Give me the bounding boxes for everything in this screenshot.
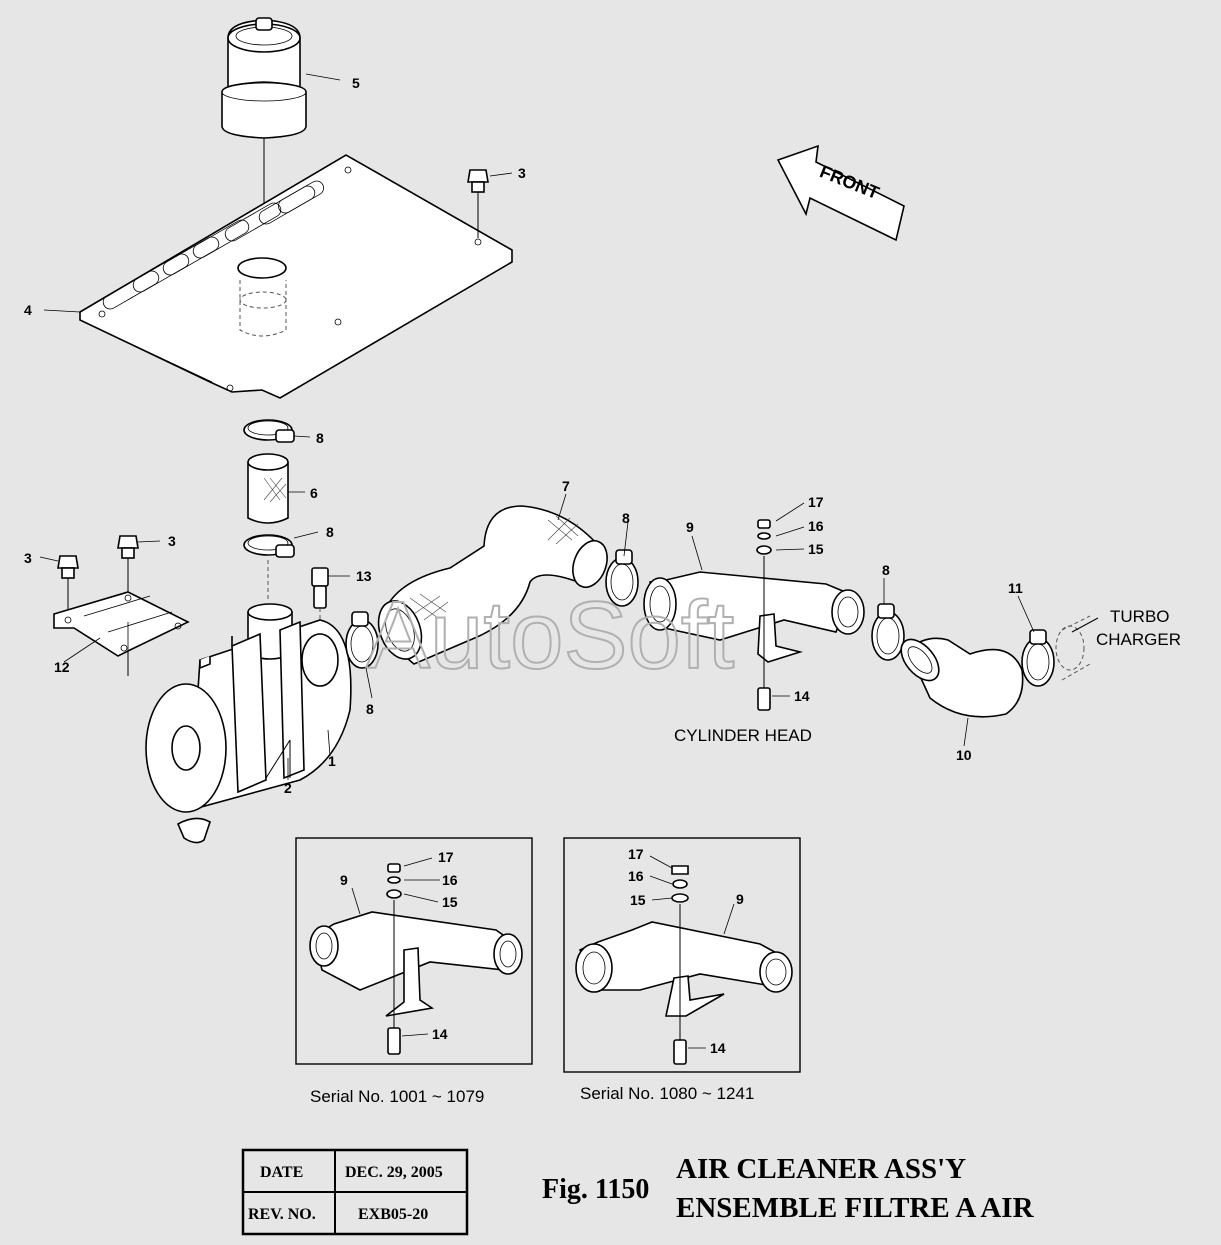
turbo-label-line2: CHARGER [1096,630,1181,649]
callout-3-top: 3 [518,165,526,181]
revision-table: DATE DEC. 29, 2005 REV. NO. EXB05-20 [241,1148,469,1236]
figure-number: Fig. 1150 [542,1174,649,1205]
detail2-callout-15: 15 [630,892,646,908]
bolt-left-b [117,535,139,600]
clamp-hose-7 [605,549,639,607]
callout-9: 9 [686,519,694,535]
callout-10: 10 [956,747,972,763]
detail2-callout-9: 9 [736,891,744,907]
callout-8-lower: 8 [326,524,334,540]
restriction-indicator [311,567,329,640]
clamp-turbo [1021,615,1099,687]
watermark: AutoSoft [366,582,734,689]
date-value: DEC. 29, 2005 [345,1164,443,1181]
clamp-body-outlet [345,611,379,669]
cover-plate [79,154,513,399]
cylinder-head-label: CYLINDER HEAD [674,726,812,745]
title-french: ENSEMBLE FILTRE A AIR [676,1192,1035,1224]
callout-5: 5 [352,75,360,91]
callout-14: 14 [794,688,810,704]
leader-lines [39,73,1035,780]
serial-range-2: Serial No. 1080 ~ 1241 [580,1084,754,1103]
callout-13: 13 [356,568,372,584]
intake-pipe-9 [643,519,865,711]
bolt-top [467,169,489,238]
callout-3-left-b: 3 [168,533,176,549]
callout-1: 1 [328,753,336,769]
callouts: 5 3 4 8 6 8 3 3 12 13 8 1 2 7 8 9 17 16 … [24,75,1023,796]
rev-label: REV. NO. [248,1206,316,1223]
callout-2: 2 [284,780,292,796]
callout-16: 16 [808,518,824,534]
callout-6: 6 [310,485,318,501]
clamp-upper [243,419,295,443]
turbo-hose-10 [900,637,1024,718]
intake-hose-7 [377,505,608,665]
mounting-bracket [53,591,190,676]
detail1-callout-9: 9 [340,872,348,888]
rubber-sleeve [247,453,289,524]
detail2-callout-14: 14 [710,1040,726,1056]
date-label: DATE [260,1164,303,1181]
callout-11: 11 [1008,580,1023,596]
detail1-callout-15: 15 [442,894,458,910]
detail-box-serial-2: 17 16 15 9 14 [563,837,801,1073]
detail-box-serial-1: 17 16 15 9 14 [295,837,533,1065]
callout-8-upper: 8 [316,430,324,446]
detail1-callout-17: 17 [438,849,454,865]
front-arrow: FRONT [776,144,905,242]
serial-range-1: Serial No. 1001 ~ 1079 [310,1087,484,1106]
title-english: AIR CLEANER ASS'Y [676,1153,966,1185]
callout-4: 4 [24,302,32,318]
callout-8-body: 8 [366,701,374,717]
precleaner-cap [221,17,307,250]
callout-3-left-a: 3 [24,550,32,566]
callout-7: 7 [562,478,570,494]
detail2-callout-16: 16 [628,868,644,884]
callout-17: 17 [808,494,824,510]
rev-value: EXB05-20 [358,1206,428,1223]
air-cleaner-body [145,603,352,844]
clamp-lower [243,534,295,600]
clamp-hose-10 [871,603,905,661]
callout-15: 15 [808,541,824,557]
callout-8-hose10: 8 [882,562,890,578]
callout-12: 12 [54,659,70,675]
detail1-callout-16: 16 [442,872,458,888]
detail1-callout-14: 14 [432,1026,448,1042]
callout-8-hose7: 8 [622,510,630,526]
detail2-callout-17: 17 [628,846,644,862]
turbo-label-line1: TURBO [1110,607,1170,626]
